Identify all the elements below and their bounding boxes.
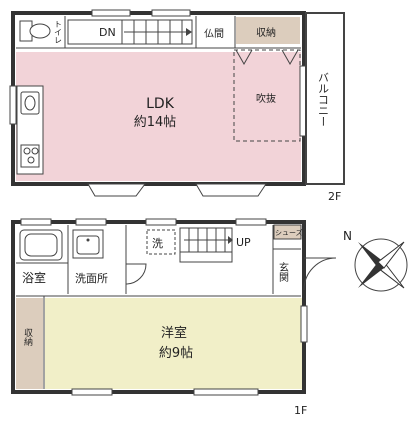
storage-2f-room	[236, 17, 300, 44]
bay-window-2f-left	[87, 183, 146, 197]
window-2f-left	[9, 85, 17, 125]
ldk-room	[16, 52, 301, 181]
storage-1f-room	[16, 298, 43, 389]
stairs-up-label: UP	[236, 236, 251, 249]
window-1f-bottom-2	[193, 388, 259, 396]
window-1f-top-4	[235, 218, 267, 226]
window-1f-top-1	[20, 218, 52, 226]
storage-2f-label: 収納	[256, 26, 276, 39]
stove-burner-icon	[23, 147, 39, 164]
compass-icon	[354, 238, 408, 292]
ldk-name-label: LDK	[146, 96, 175, 112]
entrance-label: 玄関	[277, 261, 289, 283]
bathtub-icon	[19, 229, 63, 261]
window-1f-top-2	[75, 218, 107, 226]
window-2f-top-1	[91, 9, 131, 17]
butsuma-label: 仏間	[204, 28, 224, 40]
wash-basin-icon	[72, 229, 104, 259]
washer-label: 洗	[152, 237, 163, 250]
compass-north-label: N	[343, 229, 352, 243]
stairs-down-label: DN	[99, 26, 116, 39]
shoes-storage	[273, 224, 302, 240]
bath-label: 浴室	[22, 270, 46, 285]
stairs-2f	[67, 19, 193, 45]
window-2f-top-2	[151, 9, 191, 17]
balcony	[305, 12, 345, 185]
shoes-label: シューズ	[275, 228, 303, 237]
toilet-fixture-icon	[19, 20, 51, 42]
balcony-label: バルコニー	[317, 72, 330, 127]
sink-icon	[24, 95, 36, 111]
toilet-label: トイレ	[54, 20, 63, 44]
washroom-label: 洗面所	[75, 272, 108, 285]
storage-1f-label: 収納	[22, 327, 33, 347]
ldk-size-label: 約14帖	[134, 115, 177, 130]
window-1f-right	[300, 305, 308, 343]
window-1f-bottom-1	[71, 388, 113, 396]
floor-1f: 浴室 洗面所 洗 UP シューズ 玄関	[11, 218, 337, 417]
floor-2f: トイレ DN 仏間 収納 吹抜 LDK 約14帖	[9, 9, 345, 203]
floor-2f-label: 2F	[328, 190, 341, 203]
washroom-door-swing	[125, 263, 147, 285]
window-1f-top-3	[145, 218, 177, 226]
floor-1f-label: 1F	[294, 404, 307, 417]
kitchen-counter	[16, 85, 44, 175]
atrium-label: 吹抜	[256, 92, 276, 105]
western-name-label: 洋室	[161, 325, 187, 341]
western-room	[45, 298, 302, 389]
bay-window-2f-right	[195, 183, 267, 197]
atrium-area	[233, 49, 301, 142]
entrance-door-swing	[303, 257, 337, 291]
stairs-1f	[179, 227, 233, 263]
western-size-label: 約9帖	[159, 346, 193, 361]
washer-space	[146, 229, 176, 255]
